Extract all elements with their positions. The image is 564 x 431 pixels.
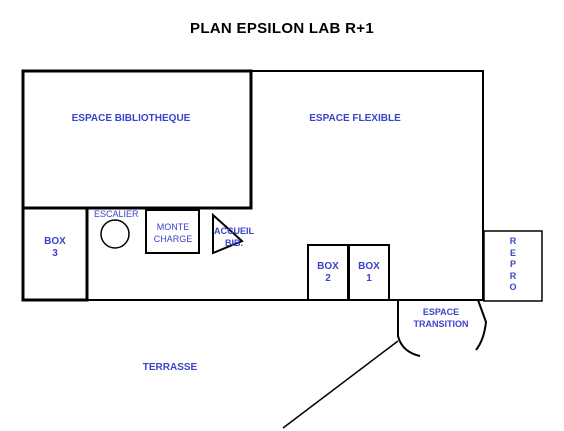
transition-wall-left	[397, 300, 421, 357]
box3-wall	[21, 206, 89, 302]
monte-charge-label: MONTE CHARGE	[153, 222, 193, 244]
repro-label: R E P R O	[509, 236, 517, 292]
stair-circle	[100, 219, 130, 249]
repro-wall	[483, 230, 543, 302]
terrasse-label: TERRASSE	[142, 362, 198, 373]
accueil-label: ACCUEIL BIB.	[214, 226, 254, 248]
bibliotheque-wall	[21, 69, 253, 210]
lift-wall	[145, 209, 200, 254]
box1-label: BOX 1	[358, 261, 380, 284]
escalier-label: ESCALIER	[94, 209, 139, 219]
outer-wall	[22, 70, 484, 301]
box2-label: BOX 2	[317, 261, 339, 284]
box1-wall	[348, 244, 390, 301]
transition-label: ESPACE TRANSITION	[413, 307, 469, 329]
flexible-label: ESPACE FLEXIBLE	[309, 113, 401, 124]
plan-title: PLAN EPSILON LAB R+1	[190, 20, 374, 37]
box3-label: BOX 3	[44, 236, 66, 259]
transition-wall-right	[475, 299, 488, 351]
bibliotheque-label: ESPACE BIBLIOTHEQUE	[71, 113, 191, 124]
accueil-desk	[212, 212, 244, 255]
terrasse-line	[282, 340, 399, 429]
